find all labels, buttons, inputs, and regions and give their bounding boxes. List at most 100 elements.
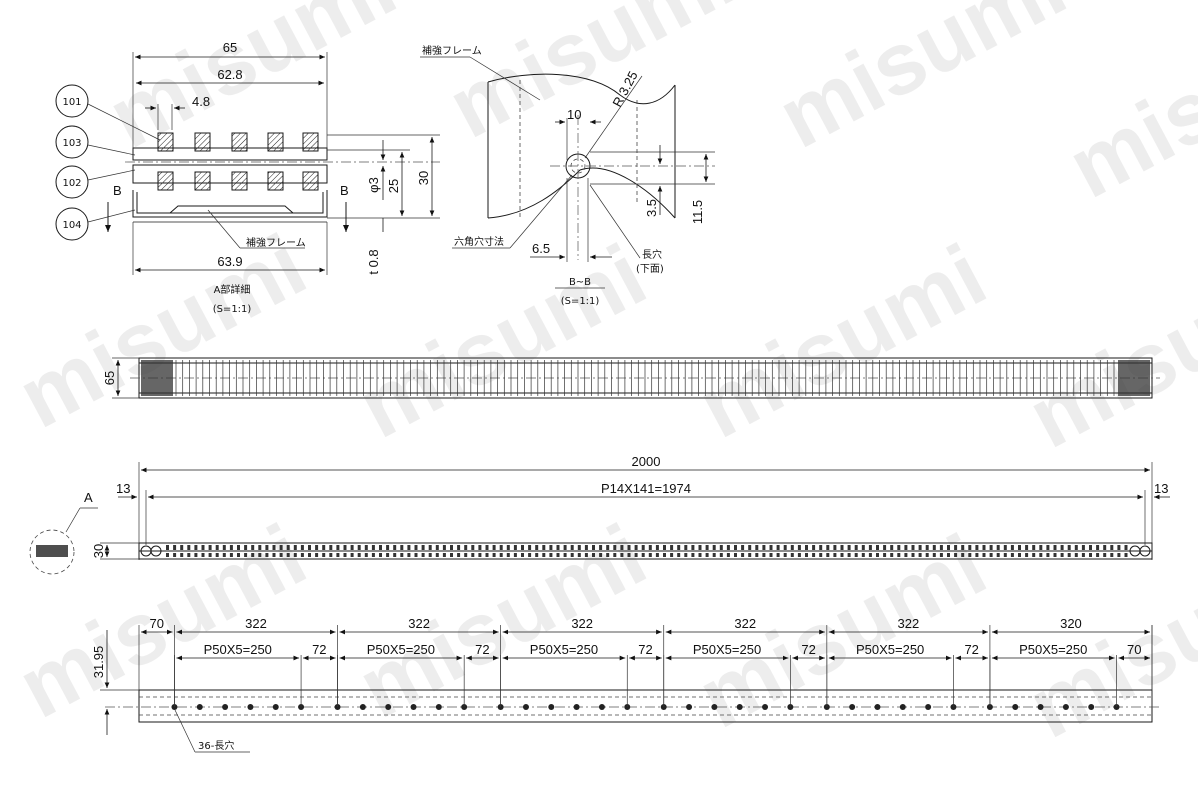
front-tooth xyxy=(258,553,262,557)
front-tooth xyxy=(336,545,340,550)
front-tooth xyxy=(1124,553,1128,557)
front-tooth xyxy=(535,553,539,557)
front-tooth xyxy=(705,553,709,557)
front-tooth xyxy=(513,545,517,550)
front-tooth xyxy=(272,545,276,550)
front-tooth xyxy=(300,545,304,550)
front-tooth xyxy=(606,553,610,557)
front-tooth xyxy=(492,553,496,557)
front-tooth xyxy=(634,545,638,550)
front-tooth xyxy=(854,545,858,550)
front-tooth xyxy=(1025,553,1029,557)
watermark-text: misumi xyxy=(1012,235,1198,467)
front-tooth xyxy=(1096,545,1100,550)
front-tooth xyxy=(286,545,290,550)
watermark-text: misumi xyxy=(762,0,1081,167)
dim-3-5: 3.5 xyxy=(644,199,659,217)
front-tooth xyxy=(698,545,702,550)
front-tooth xyxy=(499,545,503,550)
front-tooth xyxy=(1103,545,1107,550)
front-tooth xyxy=(826,553,830,557)
front-tooth xyxy=(734,545,737,550)
dim-pitch-250: P50X5=250 xyxy=(530,642,598,657)
front-tooth xyxy=(592,553,595,557)
dim-11-5: 11.5 xyxy=(690,200,705,224)
dim-6-5: 6.5 xyxy=(532,241,550,256)
slot-hole xyxy=(849,704,856,710)
dim-10: 10 xyxy=(567,107,581,122)
front-tooth xyxy=(670,553,674,557)
front-tooth xyxy=(947,553,950,557)
dim-72: 72 xyxy=(312,642,326,657)
detail-a-view: 65 62.8 4.8 xyxy=(55,40,440,315)
front-tooth xyxy=(180,545,184,550)
dim-segment: 322 xyxy=(734,616,756,631)
front-tooth xyxy=(485,545,489,550)
front-tooth xyxy=(840,553,844,557)
front-tooth xyxy=(868,553,872,557)
front-tooth xyxy=(1039,553,1043,557)
front-tooth xyxy=(876,545,879,550)
front-tooth xyxy=(932,553,936,557)
front-tooth xyxy=(705,545,709,550)
front-tooth xyxy=(208,553,212,557)
dim-30: 30 xyxy=(416,171,431,185)
front-tooth xyxy=(166,553,169,557)
front-tooth xyxy=(1010,553,1014,557)
front-tooth xyxy=(847,545,851,550)
front-tooth xyxy=(407,553,411,557)
slot-hole xyxy=(1037,704,1044,710)
front-tooth xyxy=(762,553,766,557)
front-tooth xyxy=(521,553,524,557)
front-tooth xyxy=(478,553,482,557)
front-tooth xyxy=(549,553,553,557)
front-tooth xyxy=(229,553,233,557)
front-tooth xyxy=(471,553,475,557)
front-tooth xyxy=(620,545,624,550)
front-tooth xyxy=(1089,545,1092,550)
dim-25: 25 xyxy=(386,179,401,193)
front-tooth xyxy=(797,553,801,557)
front-tooth xyxy=(904,545,908,550)
front-tooth xyxy=(1060,545,1064,550)
front-tooth xyxy=(322,545,326,550)
front-tooth xyxy=(194,545,198,550)
front-tooth xyxy=(833,545,837,550)
front-tooth xyxy=(904,553,908,557)
front-tooth xyxy=(180,553,184,557)
front-tooth xyxy=(783,553,787,557)
dim-65: 65 xyxy=(223,40,237,55)
front-tooth xyxy=(457,545,461,550)
watermark-text: misumi xyxy=(342,505,661,737)
front-tooth xyxy=(556,545,560,550)
dim-pitch-250: P50X5=250 xyxy=(367,642,435,657)
front-tooth xyxy=(897,545,901,550)
front-tooth xyxy=(797,545,801,550)
dim-31-95: 31.95 xyxy=(91,646,106,679)
front-tooth xyxy=(187,545,191,550)
front-tooth xyxy=(300,553,304,557)
front-tooth xyxy=(734,553,737,557)
dim-13-left: 13 xyxy=(116,481,130,496)
front-tooth xyxy=(755,545,759,550)
front-tooth xyxy=(648,553,652,557)
front-tooth xyxy=(748,545,752,550)
slot-hole xyxy=(899,704,906,710)
front-tooth xyxy=(627,553,631,557)
front-tooth xyxy=(272,553,276,557)
front-tooth xyxy=(450,545,453,550)
front-tooth xyxy=(1067,553,1071,557)
front-tooth xyxy=(400,545,404,550)
slot-hole xyxy=(410,704,417,710)
front-tooth xyxy=(1032,553,1036,557)
dim-13-right: 13 xyxy=(1154,481,1168,496)
dim-72: 72 xyxy=(964,642,978,657)
front-tooth xyxy=(726,545,730,550)
front-tooth xyxy=(371,545,375,550)
front-tooth xyxy=(336,553,340,557)
front-tooth xyxy=(322,553,326,557)
front-tooth xyxy=(464,553,468,557)
front-tooth xyxy=(847,553,851,557)
front-tooth xyxy=(939,545,943,550)
balloon-103: 103 xyxy=(55,125,136,159)
